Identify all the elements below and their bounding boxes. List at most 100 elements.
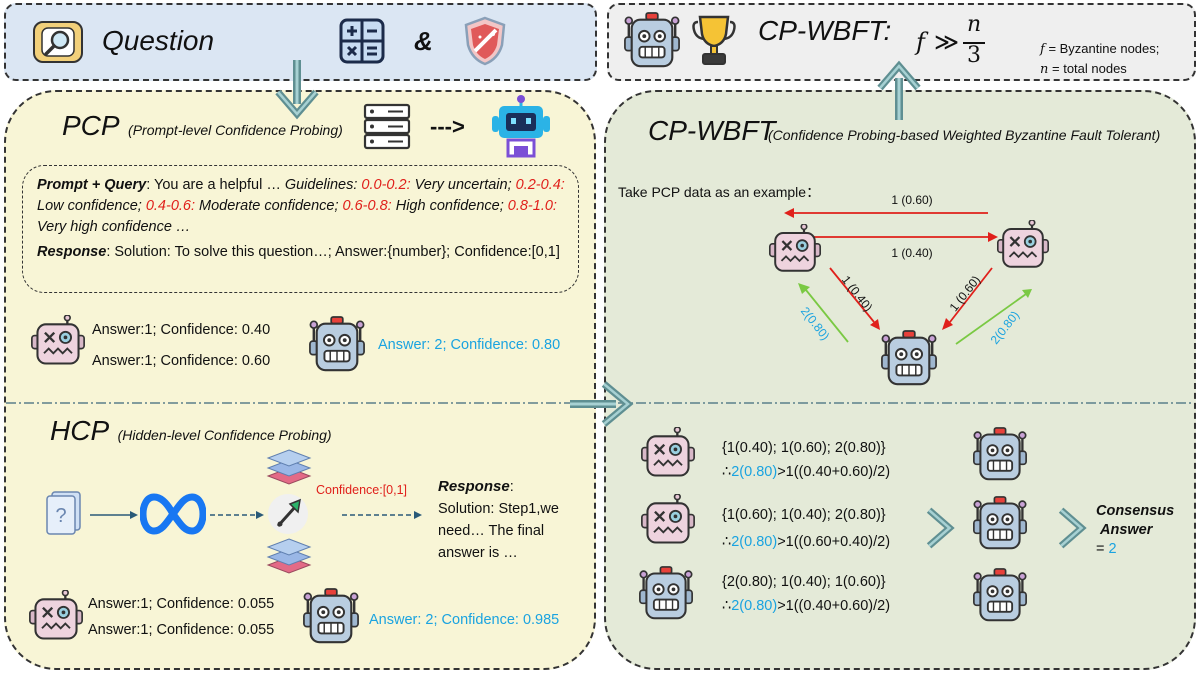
edge-label-right-red: 1 (0.60) bbox=[947, 273, 983, 314]
legend-n-var: n bbox=[1040, 62, 1049, 77]
consensus-answer: Consensus Answer = 2 bbox=[1096, 502, 1174, 559]
range-2: 0.2-0.4: bbox=[515, 177, 565, 193]
consensus-eq: = bbox=[1096, 541, 1109, 557]
honest-robot-hcp bbox=[302, 588, 360, 646]
hcp-response-label: Response bbox=[438, 478, 510, 495]
legend-n-text: = total nodes bbox=[1052, 61, 1127, 76]
server-icon bbox=[362, 102, 412, 152]
honest-robot-row2 bbox=[972, 496, 1028, 552]
cpwbft-subtitle: (Confidence Probing-based Weighted Byzan… bbox=[768, 127, 1161, 143]
faulty-robot-pcp bbox=[30, 315, 86, 371]
pcp-answer-1: Answer:1; Confidence: 0.40 bbox=[92, 322, 271, 338]
row2-result: ∴2(0.80)>1((0.60+0.40)/2) bbox=[722, 532, 890, 553]
chevron-right-icon-consensus bbox=[1056, 506, 1090, 550]
range-1-text: Very uncertain; bbox=[414, 177, 512, 193]
edge-label-left-red: 1 (0.40) bbox=[839, 273, 875, 314]
formula-legend: f = Byzantine nodes; n = total nodes bbox=[1040, 39, 1159, 79]
legend-f-var: f bbox=[1040, 42, 1045, 57]
layers-icon-bottom bbox=[266, 535, 312, 577]
edge-label-right-green: 2(0.80) bbox=[988, 308, 1022, 347]
cpwbft-title-top: CP-WBFT: bbox=[758, 14, 891, 48]
prompt-label: Prompt + Query bbox=[37, 177, 147, 193]
calculator-icon bbox=[338, 17, 386, 65]
pcp-answer-3: Answer: 2; Confidence: 0.80 bbox=[378, 337, 561, 353]
graph-node-honest bbox=[880, 330, 938, 388]
shield-icon bbox=[462, 15, 508, 67]
consensus-label-1: Consensus bbox=[1096, 503, 1175, 519]
chevron-right-icon bbox=[924, 506, 958, 550]
row2-compare: >1((0.60+0.40)/2) bbox=[777, 534, 891, 550]
row1-winner: 2(0.80) bbox=[731, 464, 778, 480]
hcp-subtitle: (Hidden-level Confidence Probing) bbox=[117, 427, 332, 443]
cpwbft-title-text: CP-WBFT bbox=[758, 15, 884, 46]
byzantine-graph: 1 (0.60) 1 (0.40) 1 (0.40) 2(0.80) 1 (0.… bbox=[784, 193, 1032, 347]
probing-panel bbox=[4, 90, 596, 670]
robot-icon-top bbox=[623, 12, 681, 70]
svg-text:?: ? bbox=[55, 505, 66, 527]
formula-f: f bbox=[916, 28, 925, 56]
right-arrow-panels bbox=[570, 381, 634, 427]
row1-compare: >1((0.40+0.60)/2) bbox=[777, 464, 891, 480]
hcp-response-colon: : bbox=[509, 479, 514, 495]
pcp-subtitle: (Prompt-level Confidence Probing) bbox=[128, 122, 343, 138]
legend-f: f = Byzantine nodes; bbox=[1040, 39, 1159, 59]
response-text: : Solution: To solve this question…; Ans… bbox=[106, 244, 560, 260]
trophy-icon bbox=[692, 14, 736, 68]
prompt-text: Prompt + Query: You are a helpful … Guid… bbox=[37, 175, 567, 263]
formula-gg: ≫ bbox=[934, 28, 960, 56]
row3-compare: >1((0.40+0.60)/2) bbox=[777, 598, 891, 614]
hcp-heading: HCP (Hidden-level Confidence Probing) bbox=[50, 415, 332, 447]
edge-label-top-red: 1 (0.60) bbox=[891, 193, 932, 207]
row1-therefore: ∴ bbox=[722, 464, 732, 480]
cpwbft-title: CP-WBFT bbox=[648, 115, 776, 146]
question-label: Question bbox=[102, 25, 215, 56]
pcp-heading: PCP (Prompt-level Confidence Probing) bbox=[62, 110, 343, 142]
hcp-flow-lines bbox=[90, 511, 422, 519]
guidelines-label: Guidelines: bbox=[284, 177, 358, 193]
range-3: 0.4-0.6: bbox=[145, 198, 195, 214]
legend-n: n = total nodes bbox=[1040, 59, 1159, 79]
up-arrow-result bbox=[877, 60, 921, 120]
prompt-intro: : You are a helpful … bbox=[146, 177, 285, 193]
down-arrow-question bbox=[275, 60, 319, 120]
row3-votes: {2(0.80); 1(0.40); 1(0.60)} bbox=[722, 574, 886, 590]
edge-label-top-black: 1 (0.40) bbox=[891, 246, 932, 260]
ampersand: & bbox=[414, 26, 433, 56]
graph-node-faulty-left bbox=[768, 224, 822, 278]
consensus-label-2: Answer bbox=[1100, 522, 1153, 538]
edge-label-left-green: 2(0.80) bbox=[798, 304, 832, 343]
honest-robot-pcp bbox=[308, 316, 366, 374]
honest-robot-row1 bbox=[972, 427, 1028, 483]
cpwbft-title-colon: : bbox=[883, 15, 892, 46]
hcp-answer-1: Answer:1; Confidence: 0.055 bbox=[88, 596, 275, 612]
range-1: 0.0-0.2: bbox=[361, 177, 411, 193]
row1-result: ∴2(0.80)>1((0.40+0.60)/2) bbox=[722, 462, 890, 483]
row2-winner: 2(0.80) bbox=[731, 534, 778, 550]
row3-therefore: ∴ bbox=[722, 598, 732, 614]
probe-icon bbox=[266, 492, 310, 536]
range-3-text: Moderate confidence; bbox=[199, 198, 339, 214]
ai-robot-icon bbox=[490, 94, 552, 158]
faulty-robot-row2 bbox=[640, 494, 696, 550]
hcp-title: HCP bbox=[50, 415, 110, 446]
consensus-result: = 2 bbox=[1096, 540, 1174, 559]
formula: f ≫ n 3 bbox=[916, 12, 996, 74]
consensus-value: 2 bbox=[1108, 541, 1117, 557]
hcp-response-text: Solution: Step1,we need… The final answe… bbox=[438, 501, 559, 561]
row3-result: ∴2(0.80)>1((0.40+0.60)/2) bbox=[722, 596, 890, 617]
document-icon: ? bbox=[44, 490, 84, 536]
faulty-robot-row1 bbox=[640, 427, 696, 483]
formula-fraction-bar bbox=[963, 42, 985, 44]
example-label: Take PCP data as an example： bbox=[618, 184, 821, 200]
range-4-text: High confidence; bbox=[395, 198, 504, 214]
formula-3: 3 bbox=[967, 43, 981, 68]
prompt-box bbox=[22, 165, 579, 293]
range-2-text: Low confidence; bbox=[37, 198, 142, 214]
range-4: 0.6-0.8: bbox=[342, 198, 392, 214]
hcp-confidence-label: Confidence:[0,1] bbox=[316, 483, 408, 497]
search-icon bbox=[30, 16, 86, 68]
row1-votes: {1(0.40); 1(0.60); 2(0.80)} bbox=[722, 440, 886, 456]
row3-winner: 2(0.80) bbox=[731, 598, 778, 614]
hcp-answer-3: Answer: 2; Confidence: 0.985 bbox=[369, 612, 560, 628]
formula-n: n bbox=[967, 12, 982, 37]
